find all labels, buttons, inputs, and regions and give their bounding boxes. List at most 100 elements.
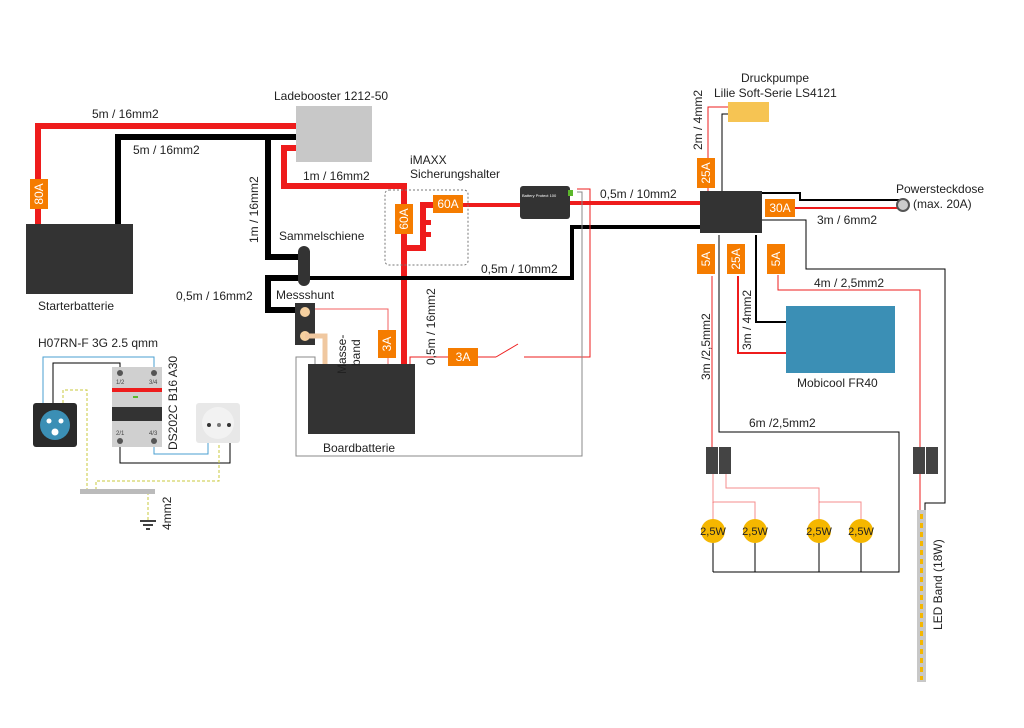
wire-socket-negative — [762, 192, 902, 201]
label-rcbo: DS202C B16 A30 — [166, 356, 180, 450]
wire-led-negative — [762, 219, 946, 510]
label-fuse-holder-2: Sicherungshalter — [410, 167, 500, 181]
wire-fridge-positive — [737, 276, 786, 354]
wire-starter-negative — [115, 134, 298, 225]
wire-booster-negative — [265, 137, 300, 260]
svg-text:5A: 5A — [769, 252, 783, 267]
wire-mains-blue — [42, 356, 155, 403]
wire-pump-negative — [721, 113, 728, 194]
label-shunt: Messshunt — [276, 288, 335, 302]
rcbo-terminal-label: 1/2 — [116, 380, 125, 386]
cee-pin — [58, 418, 64, 424]
starter-battery — [26, 224, 133, 294]
fuse-shunt: 3A — [378, 330, 396, 358]
rcbo-stripe — [112, 388, 162, 392]
switch-lever — [495, 343, 519, 358]
fuse-lights: 5A — [697, 244, 715, 274]
cee-pin — [46, 418, 52, 424]
cable-label: 1m / 16mm2 — [303, 169, 370, 183]
svg-text:5A: 5A — [699, 252, 713, 267]
fuse-holder-terminal — [423, 232, 431, 237]
schuko-face — [202, 407, 234, 439]
fuse-pump: 25A — [697, 158, 715, 188]
svg-text:3A: 3A — [380, 337, 394, 352]
wire-lamp-positive — [725, 474, 820, 520]
fuse-holder-out: 60A — [433, 195, 463, 213]
connector-led — [926, 447, 938, 474]
wire-mains-black — [52, 362, 121, 403]
label-masseband-1: Masse- — [335, 335, 349, 374]
label-pump-1: Druckpumpe — [741, 71, 809, 85]
rcbo-terminal — [117, 438, 123, 444]
lamp: 2,5W — [806, 519, 832, 543]
fuse-socket: 30A — [765, 199, 795, 217]
svg-text:25A: 25A — [729, 248, 743, 269]
lamp: 2,5W — [742, 519, 768, 543]
cee-inlet-face — [40, 410, 70, 440]
wire-mains-earth — [62, 389, 88, 490]
label-mains-cable: H07RN-F 3G 2.5 qmm — [38, 336, 158, 350]
wire-bp-ground — [295, 191, 583, 457]
lamp-label: 2,5W — [848, 526, 874, 538]
fuse-led: 5A — [767, 244, 785, 274]
label-fridge: Mobicool FR40 — [797, 376, 878, 390]
fuse-switch: 3A — [448, 348, 478, 366]
lamp-label: 2,5W — [806, 526, 832, 538]
label-starter-battery: Starterbatterie — [38, 299, 114, 313]
power-socket — [896, 198, 910, 212]
connector-lights — [706, 447, 718, 474]
cable-label: 0,5m / 16mm2 — [176, 289, 253, 303]
cable-label: 0,5m / 16mm2 — [424, 288, 438, 365]
label-busbar: Sammelschiene — [279, 229, 365, 243]
fuse-fridge: 25A — [727, 244, 745, 274]
schuko-pin — [217, 423, 221, 427]
wire-rcbo-blue — [153, 440, 209, 455]
schuko-pin — [207, 423, 211, 427]
wire-fridge-negative — [755, 235, 786, 323]
ground-symbol-icon — [140, 520, 156, 530]
rcbo-terminal-label: 4/3 — [149, 431, 158, 437]
svg-text:3A: 3A — [456, 350, 471, 364]
rcbo-switch — [112, 407, 162, 421]
wire-led-positive — [777, 275, 921, 510]
masseband — [305, 333, 328, 364]
lamp-label: 2,5W — [742, 526, 768, 538]
ladebooster — [296, 106, 372, 162]
svg-text:60A: 60A — [437, 197, 458, 211]
cable-label: 6m /2,5mm2 — [749, 416, 816, 430]
wire-switch — [524, 188, 591, 358]
rcbo-indicator — [133, 396, 138, 398]
rcbo-terminal — [151, 370, 157, 376]
label-masseband-2: band — [349, 339, 363, 366]
wire-rcbo-black — [119, 440, 231, 464]
fuse-holder-main: 60A — [395, 204, 413, 234]
wire-shunt-negative — [265, 275, 300, 313]
pump — [728, 102, 769, 122]
lamp-label: 2,5W — [700, 526, 726, 538]
cable-label: 0,5m / 10mm2 — [481, 262, 558, 276]
label-board-battery: Boardbatterie — [323, 441, 395, 455]
label-battery-protect: Battery Protect 100 — [522, 193, 557, 198]
cable-label: 1m / 16mm2 — [247, 176, 261, 243]
svg-text:25A: 25A — [699, 162, 713, 183]
cee-pin — [51, 428, 59, 436]
label-fuse-holder-1: iMAXX — [410, 153, 447, 167]
cable-label: 0,5m / 10mm2 — [600, 187, 677, 201]
wire-socket-earth — [95, 440, 220, 490]
wire-fuse-holder-bridge — [404, 202, 436, 251]
battery-protect-terminal — [568, 190, 573, 196]
wire-distributor-negative — [306, 225, 702, 280]
svg-text:30A: 30A — [769, 201, 790, 215]
label-socket-2: (max. 20A) — [913, 197, 972, 211]
connector-led — [913, 447, 925, 474]
fridge — [786, 306, 895, 373]
label-booster: Ladebooster 1212-50 — [274, 89, 388, 103]
shunt-terminal — [300, 307, 310, 317]
cable-label: 4m / 2,5mm2 — [814, 276, 884, 290]
cable-label: 5m / 16mm2 — [133, 143, 200, 157]
lamp: 2,5W — [848, 519, 874, 543]
wire-lights-negative — [713, 235, 900, 573]
fuse-distributor — [700, 191, 762, 233]
label-led-band: LED Band (18W) — [931, 539, 945, 630]
wire-lamp-positive — [819, 501, 862, 520]
